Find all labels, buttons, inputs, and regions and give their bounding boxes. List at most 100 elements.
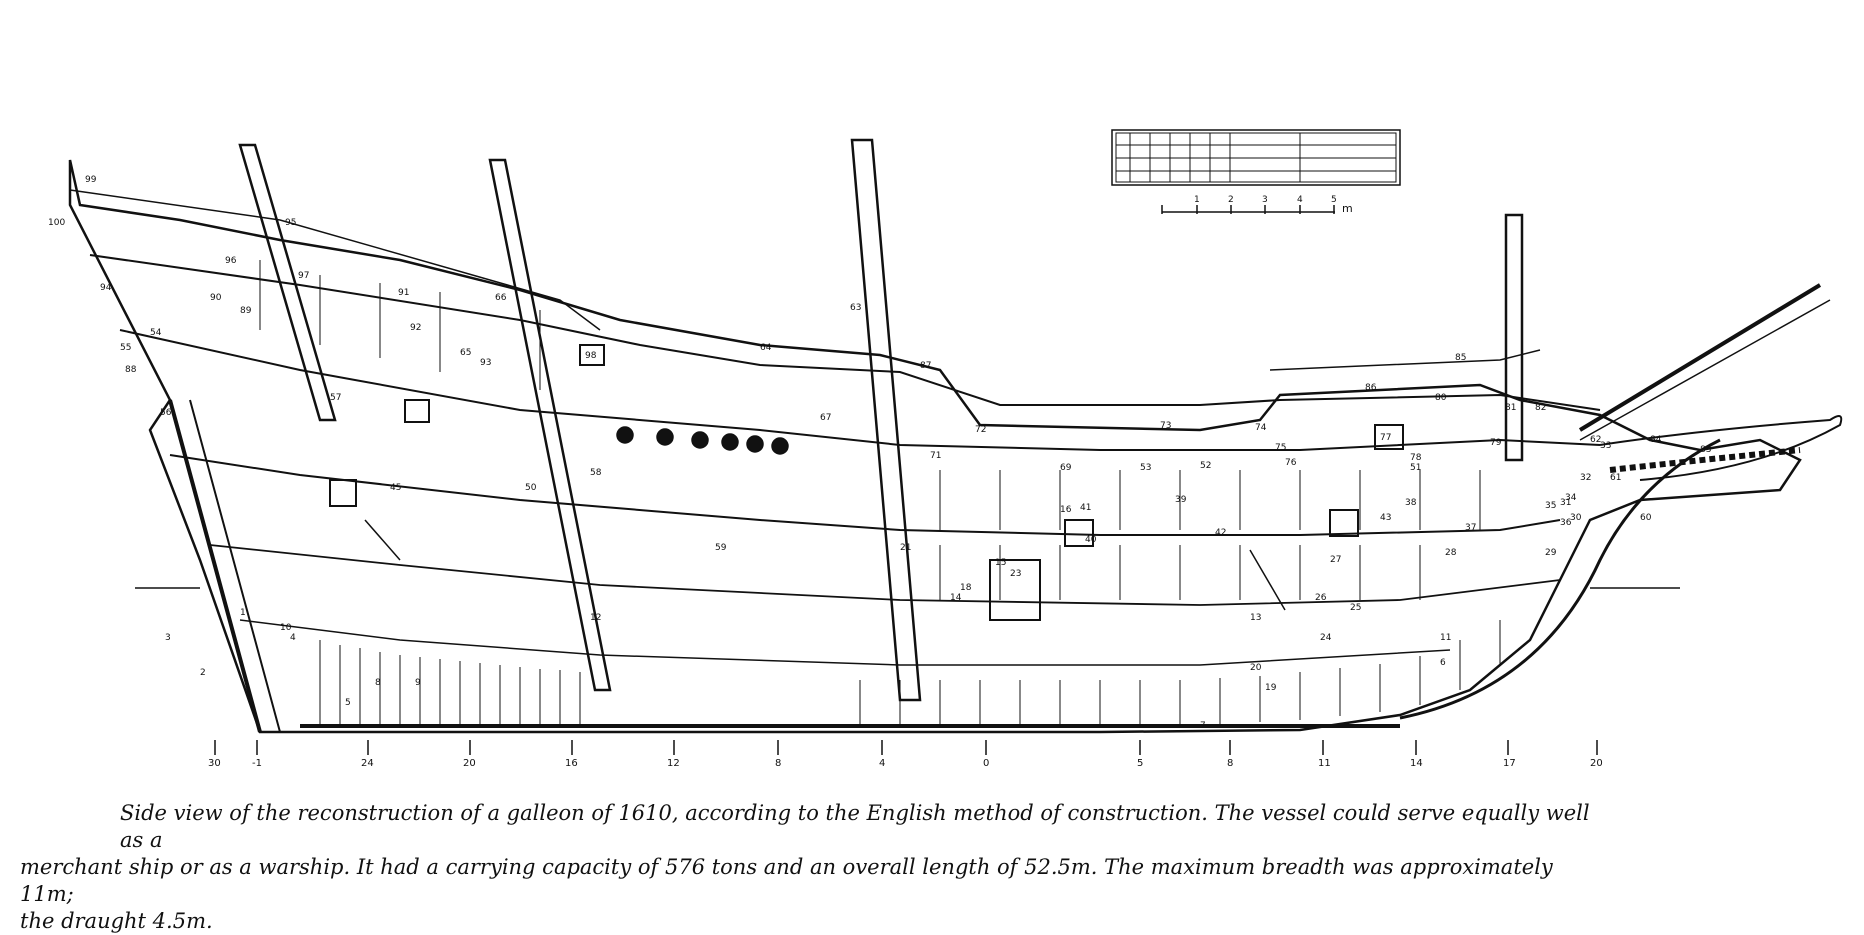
scale-table <box>1111 129 1401 186</box>
part-number-label: 53 <box>1140 463 1151 473</box>
part-number-label: 79 <box>1490 438 1502 448</box>
part-number-label: 88 <box>125 365 137 375</box>
part-number-label: 34 <box>1565 493 1577 503</box>
part-number-label: 85 <box>1455 353 1466 363</box>
part-number-label: 26 <box>1315 593 1327 603</box>
part-number-label: 61 <box>1610 473 1621 483</box>
part-number-label: 81 <box>1505 403 1516 413</box>
part-number-label: 29 <box>1545 548 1557 558</box>
part-number-label: 25 <box>1350 603 1361 613</box>
part-number-label: 11 <box>1440 633 1451 643</box>
part-number-label: 35 <box>1545 501 1556 511</box>
part-number-label: 92 <box>410 323 421 333</box>
part-number-label: 69 <box>1060 463 1072 473</box>
part-number-label: 15 <box>995 558 1006 568</box>
scale-bar <box>1161 205 1335 214</box>
part-number-label: 41 <box>1080 503 1091 513</box>
part-number-label: 93 <box>480 358 491 368</box>
part-number-label: 37 <box>1465 523 1476 533</box>
part-number-label: 3 <box>165 633 171 643</box>
part-number-label: 13 <box>1250 613 1261 623</box>
scale-unit: m <box>1342 202 1353 215</box>
ladder-fore <box>1249 549 1286 611</box>
part-number-label: 21 <box>900 543 911 553</box>
part-number-label: 60 <box>1640 513 1652 523</box>
part-number-label: 9 <box>415 678 421 688</box>
station-label: 12 <box>667 758 680 769</box>
part-number-label: 43 <box>1380 513 1391 523</box>
part-number-label: 71 <box>930 451 941 461</box>
part-number-label: 7 <box>1200 721 1206 731</box>
part-number-label: 65 <box>460 348 471 358</box>
part-number-label: 100 <box>48 218 65 228</box>
station-label: 20 <box>463 758 476 769</box>
part-number-label: 18 <box>960 583 972 593</box>
part-number-label: 78 <box>1410 453 1422 463</box>
scale-tick-4: 4 <box>1297 195 1303 205</box>
part-number-label: 57 <box>330 393 341 403</box>
part-number-label: 40 <box>1085 535 1097 545</box>
station-label: 20 <box>1590 758 1603 769</box>
part-number-label: 5 <box>345 698 351 708</box>
part-number-label: 97 <box>298 271 309 281</box>
part-number-label: 54 <box>150 328 162 338</box>
part-number-label: 23 <box>1010 569 1021 579</box>
aft-rail <box>69 189 601 331</box>
part-number-label: 87 <box>920 361 931 371</box>
part-number-label: 98 <box>585 351 597 361</box>
part-number-label: 8 <box>375 678 381 688</box>
part-number-label: 62 <box>1590 435 1601 445</box>
part-number-label: 16 <box>1060 505 1072 515</box>
part-number-label: 66 <box>495 293 507 303</box>
caption-line-3: the draught 4.5m. <box>20 909 213 933</box>
part-number-label: 99 <box>85 175 97 185</box>
galleon-side-view-drawing: 1 2 3 4 5 m 30 -1 24 20 16 12 8 4 0 5 8 … <box>48 129 1843 769</box>
part-number-label: 31 <box>1560 498 1571 508</box>
part-number-label: 67 <box>820 413 831 423</box>
caption-line-1: Side view of the reconstruction of a gal… <box>120 801 1590 852</box>
part-number-label: 50 <box>525 483 537 493</box>
part-number-label: 24 <box>1320 633 1332 643</box>
part-number-label: 86 <box>1365 383 1377 393</box>
scale-tick-3: 3 <box>1262 195 1268 205</box>
part-number-label: 63 <box>850 303 861 313</box>
ladder-aft <box>364 519 401 561</box>
part-number-label: 59 <box>715 543 727 553</box>
part-number-label: 42 <box>1215 528 1226 538</box>
station-label: 5 <box>1137 758 1143 769</box>
part-number-label: 56 <box>160 408 172 418</box>
hatch-mid <box>329 479 357 507</box>
hull-outline <box>68 159 1802 734</box>
station-ticks <box>214 740 1598 755</box>
fore-rail <box>1269 349 1541 371</box>
main-mast <box>850 138 922 702</box>
sternpost <box>168 399 262 733</box>
part-number-label: 51 <box>1410 463 1421 473</box>
part-number-label: 1 <box>240 608 246 618</box>
station-label: 8 <box>1227 758 1233 769</box>
station-label: 30 <box>208 758 221 769</box>
station-label: 16 <box>565 758 578 769</box>
part-number-label: 2 <box>200 668 206 678</box>
hatch-bitt <box>579 344 605 366</box>
gun-ports <box>616 426 789 455</box>
middle-deck <box>119 329 1601 451</box>
station-label: 24 <box>361 758 374 769</box>
beakhead <box>1599 415 1843 481</box>
part-number-label: 30 <box>1570 513 1582 523</box>
orlop <box>239 619 1451 666</box>
part-number-label: 80 <box>1435 393 1447 403</box>
part-number-label: 20 <box>1250 663 1262 673</box>
scale-bar-labels: 1 2 3 4 5 m <box>1194 195 1353 215</box>
part-number-label: 45 <box>390 483 401 493</box>
part-number-label: 36 <box>1560 518 1572 528</box>
bowsprit <box>1578 283 1822 432</box>
fore-mast <box>1504 213 1524 462</box>
station-label: 8 <box>775 758 781 769</box>
part-number-label: 74 <box>1255 423 1267 433</box>
station-label: 4 <box>879 758 885 769</box>
part-number-label: 12 <box>590 613 601 623</box>
stem <box>1399 438 1721 720</box>
part-number-label: 72 <box>975 425 986 435</box>
